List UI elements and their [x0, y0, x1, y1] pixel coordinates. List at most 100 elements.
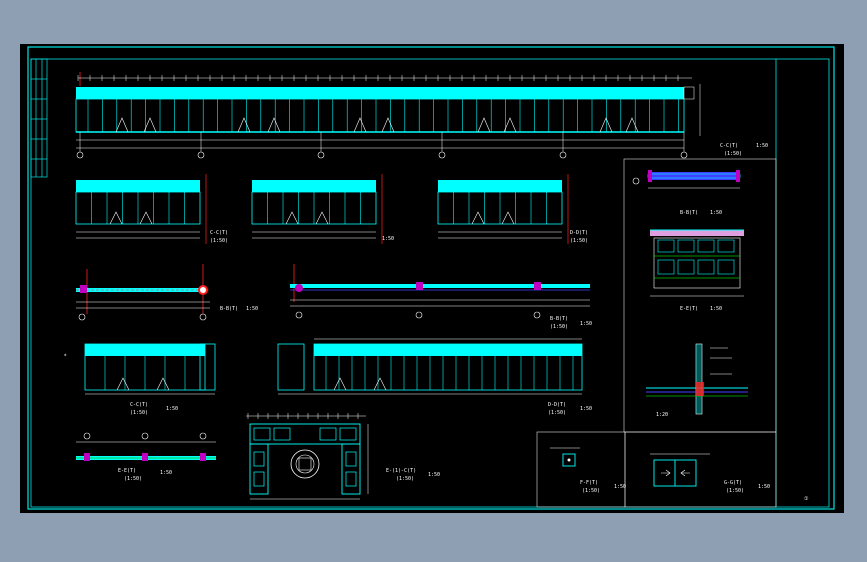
window-mullions [87, 99, 679, 132]
dimension-ticks-top [77, 75, 679, 81]
svg-text:(1:50): (1:50) [724, 151, 742, 157]
svg-text:F-F(T): F-F(T) [580, 480, 598, 486]
right-scale-b: 1:50 [710, 306, 722, 312]
window-symbol-icon [717, 259, 735, 275]
window-symbol-icon [697, 239, 715, 253]
top-scale: 1:50 [756, 143, 768, 149]
svg-text:B-B(T): B-B(T) [220, 306, 238, 312]
right-detail-section: E-E(T) 1:50 [650, 229, 744, 312]
small-box-scale-a: 1:50 [614, 484, 626, 490]
u-shaped-plan: E-(1)-C(T) (1:50) 1:50 [246, 413, 440, 500]
svg-text:(1:50): (1:50) [130, 410, 148, 416]
svg-text:B-B(T): B-B(T) [550, 316, 568, 322]
door-swing-icon [503, 117, 517, 133]
svg-text:D-D(T): D-D(T) [548, 402, 566, 408]
axis-bubble-icon [76, 151, 84, 159]
svg-text:(1:50): (1:50) [570, 238, 588, 244]
svg-text:(1:50): (1:50) [582, 488, 600, 494]
mid-scale-b: 1:50 [246, 306, 258, 312]
door-swing-icon [139, 211, 153, 225]
svg-text:C-C(T): C-C(T) [210, 230, 228, 236]
cad-drawing-canvas: C-C(T) (1:50) 1:50 D-D(T) (1:50) B-B(T) … [27, 46, 835, 510]
door-swing-icon [333, 377, 347, 391]
door-swing-icon [477, 117, 491, 133]
svg-text:C-C(T): C-C(T) [720, 143, 738, 149]
top-long-elevation [75, 72, 701, 159]
cad-drawing-frame: C-C(T) (1:50) 1:50 D-D(T) (1:50) B-B(T) … [20, 44, 844, 513]
door-swing-icon [237, 117, 251, 133]
svg-text:(1:50): (1:50) [210, 238, 228, 244]
svg-text:(1:50): (1:50) [726, 488, 744, 494]
plan-strip-left: B-B(T) 1:50 [76, 264, 258, 321]
lower-elevation-right: D-D(T) (1:50) 1:50 [277, 338, 592, 416]
svg-text:(1:50): (1:50) [124, 476, 142, 482]
svg-text:(1:50): (1:50) [550, 324, 568, 330]
axis-bubble-icon [197, 151, 205, 159]
door-swing-icon [501, 211, 515, 225]
door-swing-icon [156, 377, 170, 391]
svg-text:G-G(T): G-G(T) [724, 480, 742, 486]
small-box-detail-a: F-F(T) (1:50) 1:50 [550, 447, 626, 494]
right-scale-a: 1:50 [710, 210, 722, 216]
door-swing-icon [116, 377, 130, 391]
bottom-left-scale: 1:50 [166, 406, 178, 412]
elevation-band [76, 180, 200, 192]
bottom-plan-strip: E-E(T) (1:50) 1:50 [76, 432, 216, 482]
window-symbol-icon [657, 259, 675, 275]
door-swing-icon [625, 117, 639, 133]
svg-text:E-E(T): E-E(T) [118, 468, 136, 474]
svg-text:(1:50): (1:50) [396, 476, 414, 482]
right-detail-plan: B-B(T) 1:50 C-C(T) (1:50) 1:50 [632, 143, 768, 216]
corner-mark: ① [804, 496, 809, 502]
right-detail-node: 1:20 [646, 343, 748, 418]
axis-bubble-icon [317, 151, 325, 159]
window-symbol-icon [717, 239, 735, 253]
door-swing-icon [315, 211, 329, 225]
door-swing-icon [267, 117, 281, 133]
door-swing-icon [471, 211, 485, 225]
door-symbols [115, 117, 639, 133]
inner-border [30, 58, 830, 508]
window-symbol-icon [657, 239, 675, 253]
left-title-strip [30, 58, 48, 178]
door-swing-icon [373, 377, 387, 391]
mid-scale-a: 1:50 [382, 236, 394, 242]
svg-text:B-B(T): B-B(T) [680, 210, 698, 216]
svg-text:E-(1)-C(T): E-(1)-C(T) [386, 468, 416, 474]
svg-text:C-C(T): C-C(T) [130, 402, 148, 408]
bottom-scale: 1:50 [580, 406, 592, 412]
plan-strip-right: B-B(T) (1:50) 1:50 [290, 264, 592, 330]
small-box-scale-b: 1:50 [758, 484, 770, 490]
axis-bubble-icon [680, 151, 688, 159]
small-elevations [75, 174, 569, 244]
axis-bubbles [76, 132, 688, 159]
bottom-box-b [624, 431, 777, 508]
door-swing-icon [353, 117, 367, 133]
axis-bubble-icon [438, 151, 446, 159]
svg-text:E-E(T): E-E(T) [680, 306, 698, 312]
svg-text:±: ± [64, 352, 67, 357]
elevation-band [252, 180, 376, 192]
svg-text:(1:50): (1:50) [548, 410, 566, 416]
door-swing-icon [109, 211, 123, 225]
door-swing-icon [599, 117, 613, 133]
small-box-detail-b: G-G(T) (1:50) 1:50 [650, 453, 770, 494]
door-swing-icon [381, 117, 395, 133]
window-symbol-icon [677, 259, 695, 275]
mid-scale-c: 1:50 [580, 321, 592, 327]
axis-bubble-icon [559, 151, 567, 159]
lower-elevation-left: C-C(T) (1:50) 1:50 ± [64, 343, 216, 416]
svg-text:D-D(T): D-D(T) [570, 230, 588, 236]
small-elevation-labels: C-C(T) (1:50) 1:50 D-D(T) (1:50) [210, 230, 588, 244]
bottom-box-a [536, 431, 626, 508]
door-swing-icon [115, 117, 129, 133]
bottom-left-strip-scale: 1:50 [160, 470, 172, 476]
door-swing-icon [285, 211, 299, 225]
detail-scale: 1:20 [656, 412, 668, 418]
window-symbol-icon [677, 239, 695, 253]
u-plan-scale: 1:50 [428, 472, 440, 478]
outer-border [27, 46, 835, 510]
door-swing-icon [143, 117, 157, 133]
window-symbol-icon [697, 259, 715, 275]
elevation-band [438, 180, 562, 192]
